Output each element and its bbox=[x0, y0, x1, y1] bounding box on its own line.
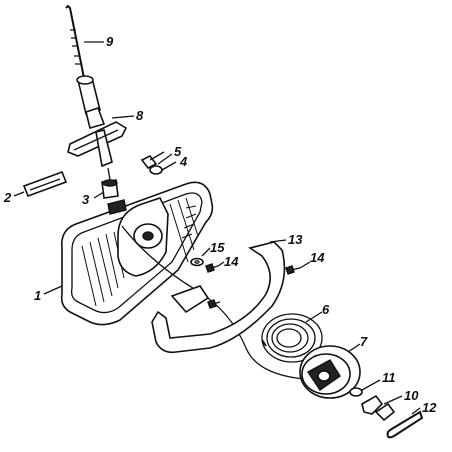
part-3-bushing bbox=[101, 167, 119, 199]
part-1-housing bbox=[60, 181, 214, 326]
callout-5: 5 bbox=[174, 144, 182, 159]
callout-13: 13 bbox=[288, 232, 303, 247]
part-8-grip bbox=[67, 121, 128, 168]
part-14-screw-left bbox=[205, 263, 219, 273]
callout-9: 9 bbox=[106, 34, 114, 49]
callout-7: 7 bbox=[360, 334, 368, 349]
part-6-spring bbox=[261, 313, 323, 363]
callout-15: 15 bbox=[210, 240, 225, 255]
callout-8: 8 bbox=[136, 108, 144, 123]
part-10-pawl bbox=[361, 394, 396, 422]
callout-4: 4 bbox=[179, 154, 188, 169]
part-4-washer bbox=[149, 165, 163, 175]
callout-10: 10 bbox=[404, 388, 419, 403]
part-5-screw bbox=[140, 151, 165, 170]
part-12-clip bbox=[386, 410, 424, 439]
callout-12: 12 bbox=[422, 400, 437, 415]
part-13-cover bbox=[151, 241, 286, 354]
callout-2: 2 bbox=[3, 190, 12, 205]
callout-3: 3 bbox=[82, 192, 90, 207]
leader-lines bbox=[13, 41, 421, 415]
callout-14-right: 14 bbox=[310, 250, 325, 265]
callout-14-left: 14 bbox=[224, 254, 239, 269]
part-7-rotor bbox=[299, 345, 361, 399]
callout-6: 6 bbox=[322, 302, 330, 317]
part-11-washer bbox=[349, 387, 363, 397]
part-9-rod bbox=[65, 4, 106, 129]
callout-11: 11 bbox=[382, 370, 396, 385]
part-15-washer bbox=[190, 257, 204, 267]
part-14-screw-lower bbox=[207, 299, 221, 309]
part-14-screw-right bbox=[285, 265, 301, 275]
part-2-plate bbox=[22, 170, 68, 198]
callout-1: 1 bbox=[34, 288, 41, 303]
